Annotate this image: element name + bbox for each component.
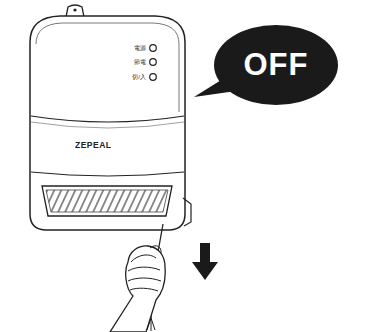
thumb xyxy=(150,246,161,253)
hanger-hole xyxy=(73,8,76,11)
side-bracket xyxy=(183,198,191,226)
bubble-text: OFF xyxy=(244,47,309,83)
panel-seam xyxy=(31,172,184,176)
speech-bubble: OFF xyxy=(214,25,338,105)
indicator-lamp xyxy=(150,59,157,66)
air-outlet xyxy=(42,186,172,216)
front-panel-edge xyxy=(36,23,179,112)
indicator-label: 節電 xyxy=(134,59,146,65)
bubble-body xyxy=(214,25,338,105)
heater-housing xyxy=(30,16,185,230)
indicator-label: 切/入 xyxy=(132,74,146,80)
indicator-lamp xyxy=(150,74,157,81)
hand xyxy=(110,246,165,332)
indicator-lamp xyxy=(150,45,157,52)
outlet-fins xyxy=(46,190,168,212)
brand-name: ZEPEAL xyxy=(75,141,112,150)
panel-seam xyxy=(31,116,184,122)
panel-seam xyxy=(31,122,184,128)
finger-lines xyxy=(128,255,161,291)
pull-direction-arrow xyxy=(192,243,218,280)
hanger-tab xyxy=(66,5,84,17)
indicator-label: 電源 xyxy=(134,45,146,51)
